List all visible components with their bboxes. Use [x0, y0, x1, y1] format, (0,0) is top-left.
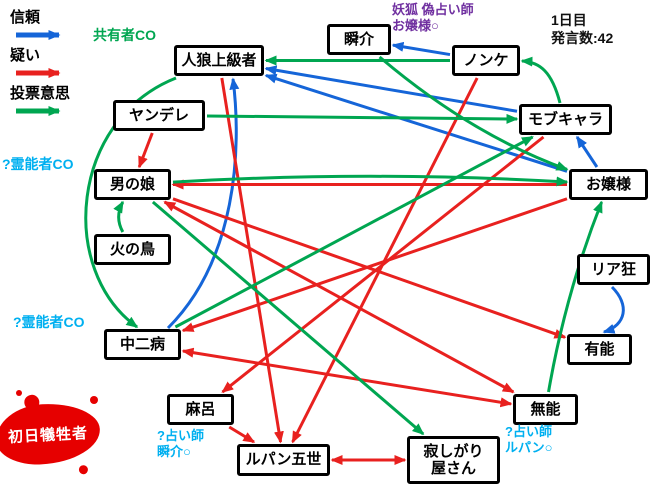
note-day-summary: 1日目 発言数:42	[551, 12, 614, 46]
note-seer-claim-shunsuke: ?占い師 瞬介○	[157, 428, 204, 460]
note-kyoyusha-co: 共有者CO	[93, 27, 156, 43]
node-sabishigari: 寂しがり 屋さん	[407, 436, 500, 484]
edge-mobuchara-werewolf_expert	[264, 65, 518, 113]
edge-ojousama-chuunibyou	[181, 197, 568, 333]
node-mobuchara: モブキャラ	[519, 104, 612, 135]
node-hinotori: 火の鳥	[94, 234, 171, 265]
legend-label-trust: 信頼	[10, 9, 41, 26]
node-maro: 麻呂	[167, 394, 234, 425]
edge-otokonoko-sabishigari	[151, 200, 425, 436]
edge-ojousama-werewolf_expert	[264, 73, 568, 173]
edge-yandere-mobuchara	[206, 113, 519, 124]
edge-yandere-otokonoko	[137, 132, 154, 169]
edge-nonke-shunsuke	[391, 41, 451, 57]
edge-mobuchara-nonke	[520, 56, 562, 104]
note-seer-claim-lupin: ?占い師 ルパン○	[505, 424, 553, 456]
node-yandere: ヤンデレ	[113, 100, 205, 131]
node-otokonoko: 男の娘	[94, 169, 171, 200]
node-shunsuke: 瞬介	[327, 24, 391, 55]
node-nonke: ノンケ	[452, 45, 520, 76]
node-munou: 無能	[513, 394, 578, 425]
first-victim-label: 初日犠牲者	[7, 424, 89, 446]
edge-ojousama-mobuchara	[575, 135, 599, 168]
edge-chuunibyou-munou	[181, 347, 513, 408]
node-chuunibyou: 中二病	[104, 329, 181, 360]
legend: 信頼疑い投票意思	[10, 6, 74, 120]
blood-drop-icon	[90, 396, 98, 404]
legend-arrow-trust-icon	[16, 30, 61, 40]
node-werewolf_expert: 人狼上級者	[174, 45, 264, 76]
note-yoko-fake-seer: 妖狐 偽占い師 お嬢様○	[392, 2, 474, 34]
legend-arrow-doubt-icon	[16, 68, 61, 78]
edge-werewolf_expert-lupin	[220, 77, 284, 444]
edge-shunsuke-ojousama	[378, 55, 569, 171]
node-riakyou: リア狂	[577, 254, 650, 285]
legend-arrow-vote-icon	[16, 106, 61, 116]
note-reino-co-chunibyo: ?霊能者CO	[13, 314, 85, 330]
legend-item-trust: 信頼	[10, 6, 74, 42]
edge-hinotori-otokonoko	[113, 200, 125, 233]
node-yuunou: 有能	[567, 334, 632, 365]
node-ojousama: お嬢様	[569, 169, 648, 200]
edge-maro-lupin	[228, 425, 256, 444]
legend-label-doubt: 疑い	[10, 47, 41, 64]
edge-riakyou-yuunou	[602, 285, 625, 334]
blood-drop-icon	[16, 390, 22, 396]
legend-item-vote: 投票意思	[10, 82, 74, 118]
node-lupin: ルパン五世	[237, 444, 330, 476]
edge-munou-ojousama	[547, 200, 603, 393]
legend-item-doubt: 疑い	[10, 44, 74, 80]
edge-chuunibyou-mobuchara	[174, 135, 534, 329]
edge-otokonoko-ojousama	[172, 174, 569, 187]
note-reino-co-otokonoko: ?霊能者CO	[2, 156, 74, 172]
legend-label-vote: 投票意思	[10, 85, 71, 102]
